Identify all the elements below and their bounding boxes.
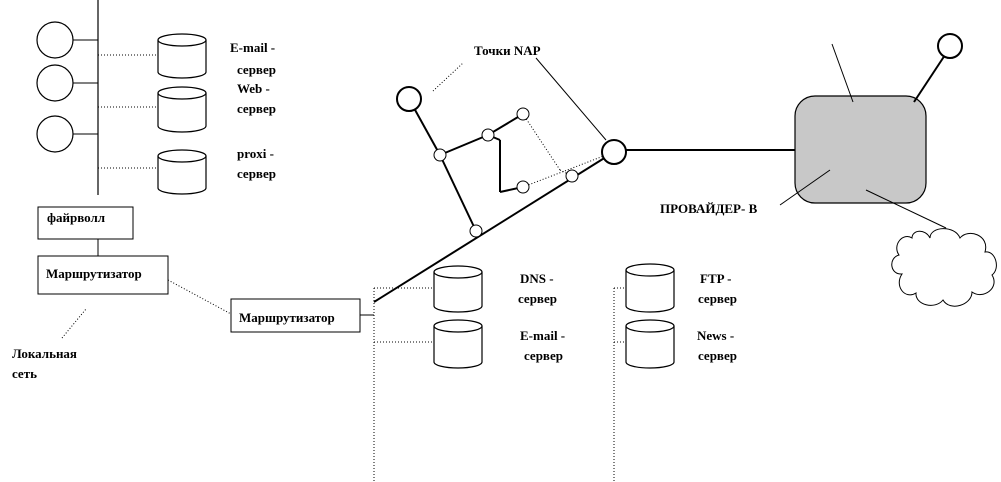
provider-label: ПРОВАЙДЕР- В [660, 201, 758, 216]
nap-label: Точки NAP [474, 43, 541, 58]
nap-node [516, 180, 530, 194]
router-main-label: Маршрутизатор [239, 310, 335, 325]
workstation-1 [36, 21, 74, 59]
lan-label-1: Локальная [12, 346, 77, 361]
nap-node-large [396, 86, 422, 112]
provider-b: ПРОВАЙДЕР- В [660, 33, 963, 229]
dns-server-icon [433, 265, 483, 313]
local-network: E-mail - сервер Web - сервер proxi - сер… [12, 0, 276, 381]
email-isp-label-2: сервер [524, 348, 563, 363]
nap-mesh: Точки NAP [373, 43, 627, 303]
web-server-icon [157, 86, 207, 133]
proxy-label-1: proxi - [237, 146, 274, 161]
email-local-label-1: E-mail - [230, 40, 275, 55]
firewall-box [37, 206, 134, 240]
news-server-icon [625, 319, 675, 369]
dns-label-2: сервер [518, 291, 557, 306]
email-server-isp-icon [433, 319, 483, 369]
nap-node [516, 107, 530, 121]
provider-box [794, 95, 927, 204]
router-local-box [37, 255, 169, 295]
web-label-2: сервер [237, 101, 276, 116]
provider-node [937, 33, 963, 59]
email-isp-label-1: E-mail - [520, 328, 565, 343]
cloud-icon [891, 228, 997, 307]
nap-node-large [601, 139, 627, 165]
email-server-local-icon [157, 33, 207, 79]
router-local-label: Маршрутизатор [46, 266, 142, 281]
dns-label-1: DNS - [520, 271, 554, 286]
ftp-label-2: сервер [698, 291, 737, 306]
news-label-2: сервер [698, 348, 737, 363]
proxy-server-icon [157, 149, 207, 195]
news-label-1: News - [697, 328, 734, 343]
ftp-label-1: FTP - [700, 271, 731, 286]
workstation-3 [36, 115, 74, 153]
isp-servers: DNS - сервер E-mail - сервер FTP - серве… [373, 263, 737, 482]
web-label-1: Web - [237, 81, 270, 96]
router-link [167, 279, 232, 315]
proxy-label-2: сервер [237, 166, 276, 181]
lan-label-2: сеть [12, 366, 37, 381]
router-main-box [230, 298, 361, 333]
nap-node [565, 169, 579, 183]
firewall-label: файрволл [47, 210, 105, 225]
nap-node [469, 224, 483, 238]
workstation-2 [36, 64, 74, 102]
nap-node [481, 128, 495, 142]
email-local-label-2: сервер [237, 62, 276, 77]
ftp-server-icon [625, 263, 675, 313]
nap-node [433, 148, 447, 162]
